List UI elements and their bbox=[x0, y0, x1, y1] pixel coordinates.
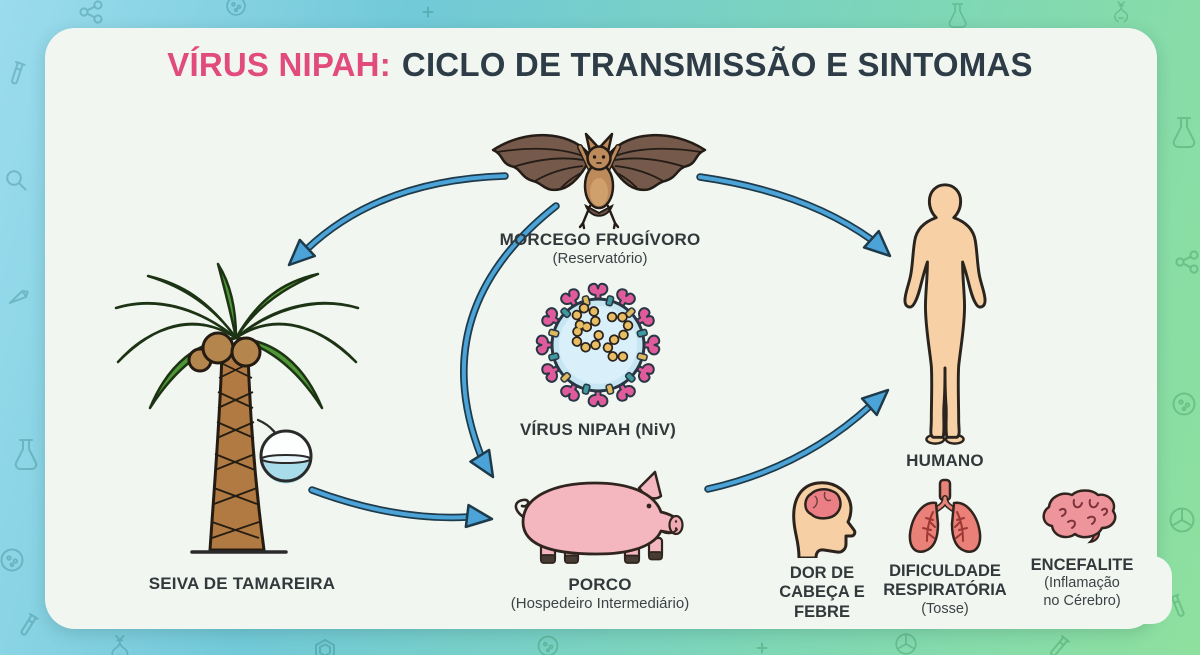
bat-sublabel: (Reservatório) bbox=[552, 250, 648, 268]
human-label: HUMANO bbox=[906, 451, 984, 470]
pig-sublabel: (Hospedeiro Intermediário) bbox=[510, 595, 690, 613]
title-rest: CICLO DE TRANSMISSÃO E SINTOMAS bbox=[401, 46, 1033, 83]
pig-label: PORCO (Hospedeiro Intermediário) bbox=[450, 575, 750, 613]
sap-pot bbox=[259, 429, 313, 484]
palm-label: SEIVA DE TAMAREIRA bbox=[148, 574, 336, 593]
bat-label: MORCEGO FRUGÍVORO (Reservatório) bbox=[450, 230, 750, 268]
head-pain-icon bbox=[792, 481, 857, 558]
lungs-icon bbox=[908, 478, 982, 553]
symptom-title: DOR DE CABEÇA E FEBRE bbox=[779, 564, 865, 621]
symptom-title: DIFICULDADE RESPIRATÓRIA bbox=[883, 562, 1007, 600]
fruit-bat-icon bbox=[491, 132, 707, 230]
symptom-respiratory: DIFICULDADE RESPIRATÓRIA (Tosse) bbox=[875, 478, 1015, 618]
symptom-title: ENCEFALITE bbox=[1030, 556, 1134, 574]
date-palm-icon bbox=[114, 262, 360, 554]
nipah-virus-icon bbox=[535, 282, 661, 408]
page-title: VÍRUS NIPAH: CICLO DE TRANSMISSÃO E SINTO… bbox=[0, 46, 1200, 84]
symptom-subtitle: (Tosse) bbox=[921, 600, 969, 617]
card-corner-bump bbox=[1012, 556, 1172, 624]
symptom-headache-fever: DOR DE CABEÇA E FEBRE bbox=[757, 478, 887, 622]
brain-icon bbox=[1042, 489, 1117, 544]
symptom-subtitle: (Inflamação no Cérebro) bbox=[1043, 575, 1121, 609]
human-figure-icon bbox=[903, 183, 987, 445]
symptom-encephalitis: ENCEFALITE (Inflamação no Cérebro) bbox=[1008, 478, 1156, 610]
pig-icon bbox=[514, 470, 684, 564]
virus-label: VÍRUS NIPAH (NiV) bbox=[519, 420, 677, 439]
title-highlight: VÍRUS NIPAH: bbox=[167, 46, 391, 83]
